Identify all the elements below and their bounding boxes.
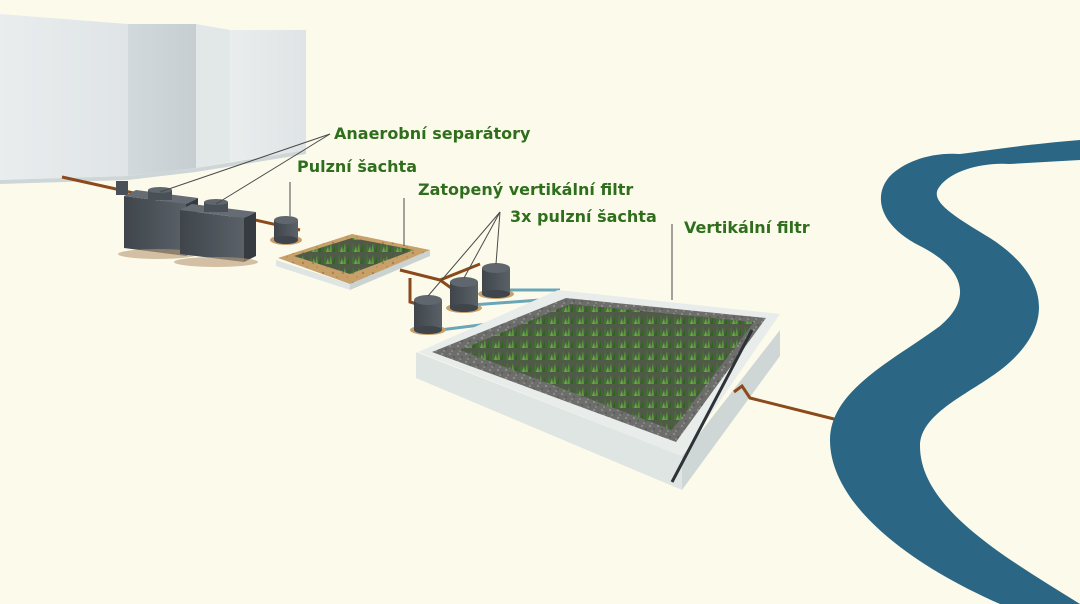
building: [0, 14, 306, 184]
outlet-pipe: [733, 383, 839, 422]
label-pulse-shaft: Pulzní šachta: [297, 157, 417, 176]
separator-tank-2: [174, 199, 258, 267]
pulse-shaft-2: [446, 277, 482, 313]
label-flooded-vertical-filter: Zatopený vertikální filtr: [418, 180, 633, 199]
anaerobic-separators: [118, 187, 258, 267]
label-pulse-shafts-x3: 3x pulzní šachta: [510, 207, 657, 226]
pulse-shaft-3: [478, 263, 514, 299]
flooded-vertical-filter: [276, 234, 430, 290]
pulse-shaft-1: [410, 295, 446, 335]
river: [830, 140, 1080, 604]
vertical-filter: [416, 290, 780, 490]
label-anaerobic-separators: Anaerobní separátory: [334, 124, 531, 143]
pulse-shafts-x3: [410, 263, 514, 335]
label-vertical-filter: Vertikální filtr: [684, 218, 810, 237]
pulse-shaft: [270, 216, 302, 245]
leader-lines: [159, 133, 673, 300]
inspection-chamber: [116, 181, 128, 195]
